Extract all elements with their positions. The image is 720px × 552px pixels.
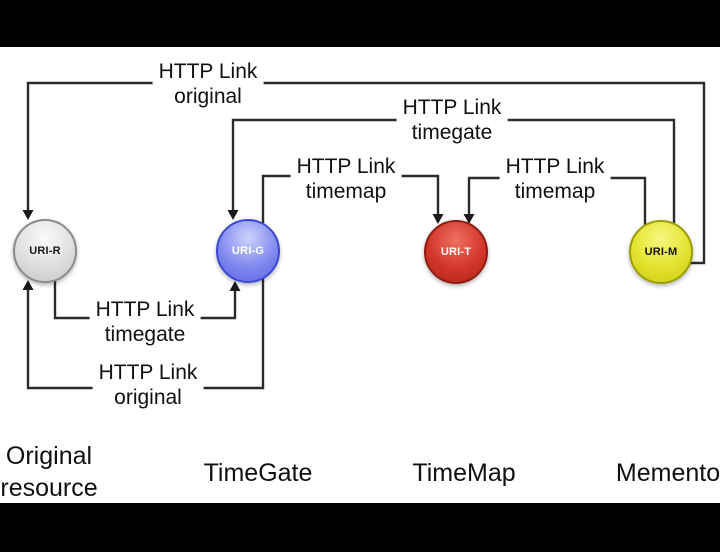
link-label-memento-timegate: HTTP Link timegate — [396, 95, 508, 145]
letterbox-top — [0, 0, 720, 47]
link-label-timegate-timemap: HTTP Link timemap — [290, 154, 402, 204]
link-label-original-timegate: HTTP Link timegate — [89, 297, 201, 347]
node-uri-g-label: URI-G — [231, 245, 265, 257]
node-uri-m-label: URI-M — [644, 246, 678, 258]
entity-label-line1: TimeMap — [412, 459, 516, 487]
link-label-line2: original — [174, 85, 242, 108]
link-label-line2: timemap — [514, 180, 596, 203]
arrow-down-into-uri-g — [227, 210, 239, 220]
link-label-line1: HTTP Link — [402, 96, 502, 119]
arrow-down-into-uri-t-left — [432, 214, 444, 224]
arrow-down-into-uri-t-right — [463, 214, 475, 224]
node-uri-r-label: URI-R — [29, 245, 61, 257]
arrow-down-into-uri-r — [22, 210, 34, 220]
link-label-memento-original: HTTP Link original — [152, 59, 264, 109]
node-uri-t-label: URI-T — [440, 246, 472, 258]
node-uri-g: URI-G — [216, 219, 280, 283]
link-label-line1: HTTP Link — [158, 60, 258, 83]
entity-label-line1: TimeGate — [203, 459, 313, 487]
entity-label-memento: Memento — [616, 457, 720, 489]
node-uri-t: URI-T — [424, 220, 488, 284]
arrow-up-into-uri-g — [229, 281, 241, 291]
link-label-timegate-original: HTTP Link original — [92, 360, 204, 410]
link-label-line2: timemap — [305, 180, 387, 203]
link-label-line1: HTTP Link — [505, 155, 605, 178]
link-label-line1: HTTP Link — [95, 298, 195, 321]
entity-label-original-resource: Original resource — [0, 440, 97, 504]
link-label-line1: HTTP Link — [296, 155, 396, 178]
link-label-line1: HTTP Link — [98, 361, 198, 384]
entity-label-timegate: TimeGate — [204, 457, 313, 489]
link-label-line2: original — [114, 386, 182, 409]
entity-label-line1: Memento — [615, 459, 720, 487]
node-uri-m: URI-M — [629, 220, 693, 284]
arrow-up-into-uri-r — [22, 280, 34, 290]
node-uri-r: URI-R — [13, 219, 77, 283]
link-label-line2: timegate — [104, 323, 186, 346]
link-label-memento-timemap: HTTP Link timemap — [499, 154, 611, 204]
entity-label-line1: Original — [5, 442, 93, 470]
entity-label-line2: resource — [0, 474, 98, 502]
entity-label-timemap: TimeMap — [412, 457, 515, 489]
link-label-line2: timegate — [411, 121, 493, 144]
letterbox-bottom — [0, 503, 720, 552]
